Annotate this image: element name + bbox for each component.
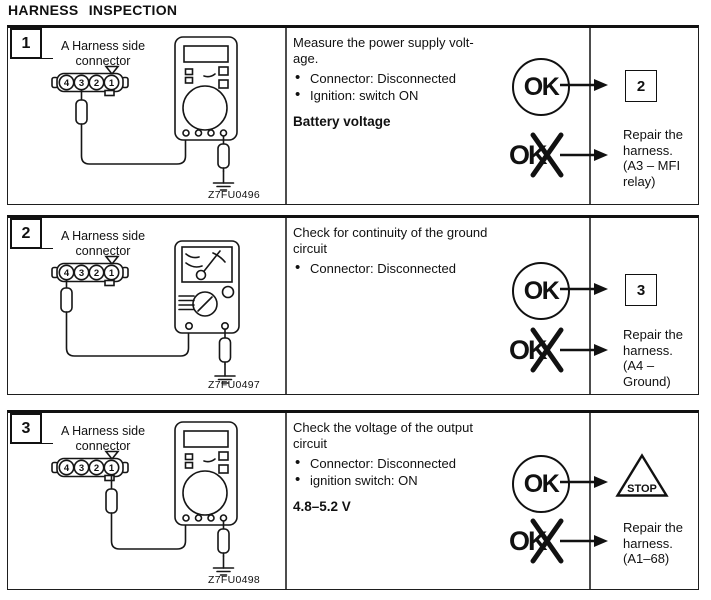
column-divider [589,218,591,394]
arrow-right-icon [559,78,609,92]
step-number-box: 2 [10,218,53,249]
column-divider [285,28,287,204]
instruction-line2: age. [293,50,319,66]
stop-icon: STOP [615,453,669,497]
figure-code: Z7FU0498 [208,574,261,586]
next-step-box: 2 [625,70,657,102]
connector-label-line1: A Harness side [60,424,146,438]
repair-note: Repair the harness. (A1–68) [623,520,683,566]
cross-out-icon [530,327,564,373]
harness-test-diagram [51,36,238,191]
step-number: 3 [21,419,31,437]
expected-value: 4.8–5.2 V [293,498,351,514]
repair-note: Repair the harness. (A4 – Ground) [623,327,683,389]
column-divider [589,413,591,589]
connector-label-line1: A Harness side [60,39,146,53]
not-ok-icon: OK [509,132,567,178]
connector-label: A Harness side connector [34,424,172,453]
ok-icon: OK [512,262,570,320]
figure-code: Z7FU0496 [208,189,261,201]
condition-list: Connector: Disconnected Ignition: switch… [293,70,521,104]
instruction-text: Check the voltage of the output circuit … [293,420,521,514]
instruction-text: Measure the power supply volt- age. Conn… [293,35,521,129]
arrow-right-icon [559,282,609,296]
harness-test-diagram [51,240,240,384]
step-number: 2 [21,224,31,242]
not-ok-icon: OK [509,518,567,564]
instruction-text: Check for continuity of the ground circu… [293,225,521,278]
arrow-right-icon [559,148,609,162]
arrow-right-icon [559,343,609,357]
ok-icon: OK [512,58,570,116]
ok-icon: OK [512,455,570,513]
connector-label-line1: A Harness side [60,229,146,243]
step-number-box: 3 [10,413,53,444]
condition-item: Connector: Disconnected [293,260,521,277]
instruction-line2: circuit [293,240,327,256]
instruction-line1: Check the voltage of the output [293,420,473,435]
next-step-box: 3 [625,274,657,306]
inspection-step-3-panel: 3 A Harness side connector Z7FU0498 Chec… [7,410,699,590]
analog-multimeter-illustration [174,240,240,334]
connector-label-line2: connector [75,53,131,68]
condition-item: Connector: Disconnected [293,455,521,472]
connector-label: A Harness side connector [34,39,172,68]
column-divider [285,218,287,394]
column-divider [589,28,591,204]
svg-text:STOP: STOP [627,483,657,495]
figure-code: Z7FU0497 [208,379,261,391]
condition-list: Connector: Disconnected [293,260,521,277]
instruction-line1: Check for continuity of the ground [293,225,488,240]
repair-note: Repair the harness. (A3 – MFI relay) [623,127,683,189]
condition-item: Ignition: switch ON [293,87,521,104]
connector-label-line2: connector [75,438,131,453]
page-title: HARNESS INSPECTION [8,2,178,18]
instruction-line2: circuit [293,435,327,451]
cross-out-icon [530,518,564,564]
condition-item: Connector: Disconnected [293,70,521,87]
inspection-step-2-panel: 2 [7,215,699,395]
instruction-line1: Measure the power supply volt- [293,35,474,50]
condition-list: Connector: Disconnected ignition switch:… [293,455,521,489]
harness-test-diagram [51,421,238,576]
arrow-right-icon [559,475,609,489]
expected-value: Battery voltage [293,113,391,129]
arrow-right-icon [559,534,609,548]
column-divider [285,413,287,589]
step-number-box: 1 [10,28,53,59]
cross-out-icon [530,132,564,178]
inspection-step-1-panel: 1 A Harness side connector Z7FU0496 Meas… [7,25,699,205]
step-number: 1 [21,34,31,52]
not-ok-icon: OK [509,327,567,373]
connector-label-line2: connector [75,243,131,258]
condition-item: ignition switch: ON [293,472,521,489]
connector-label: A Harness side connector [34,229,172,258]
